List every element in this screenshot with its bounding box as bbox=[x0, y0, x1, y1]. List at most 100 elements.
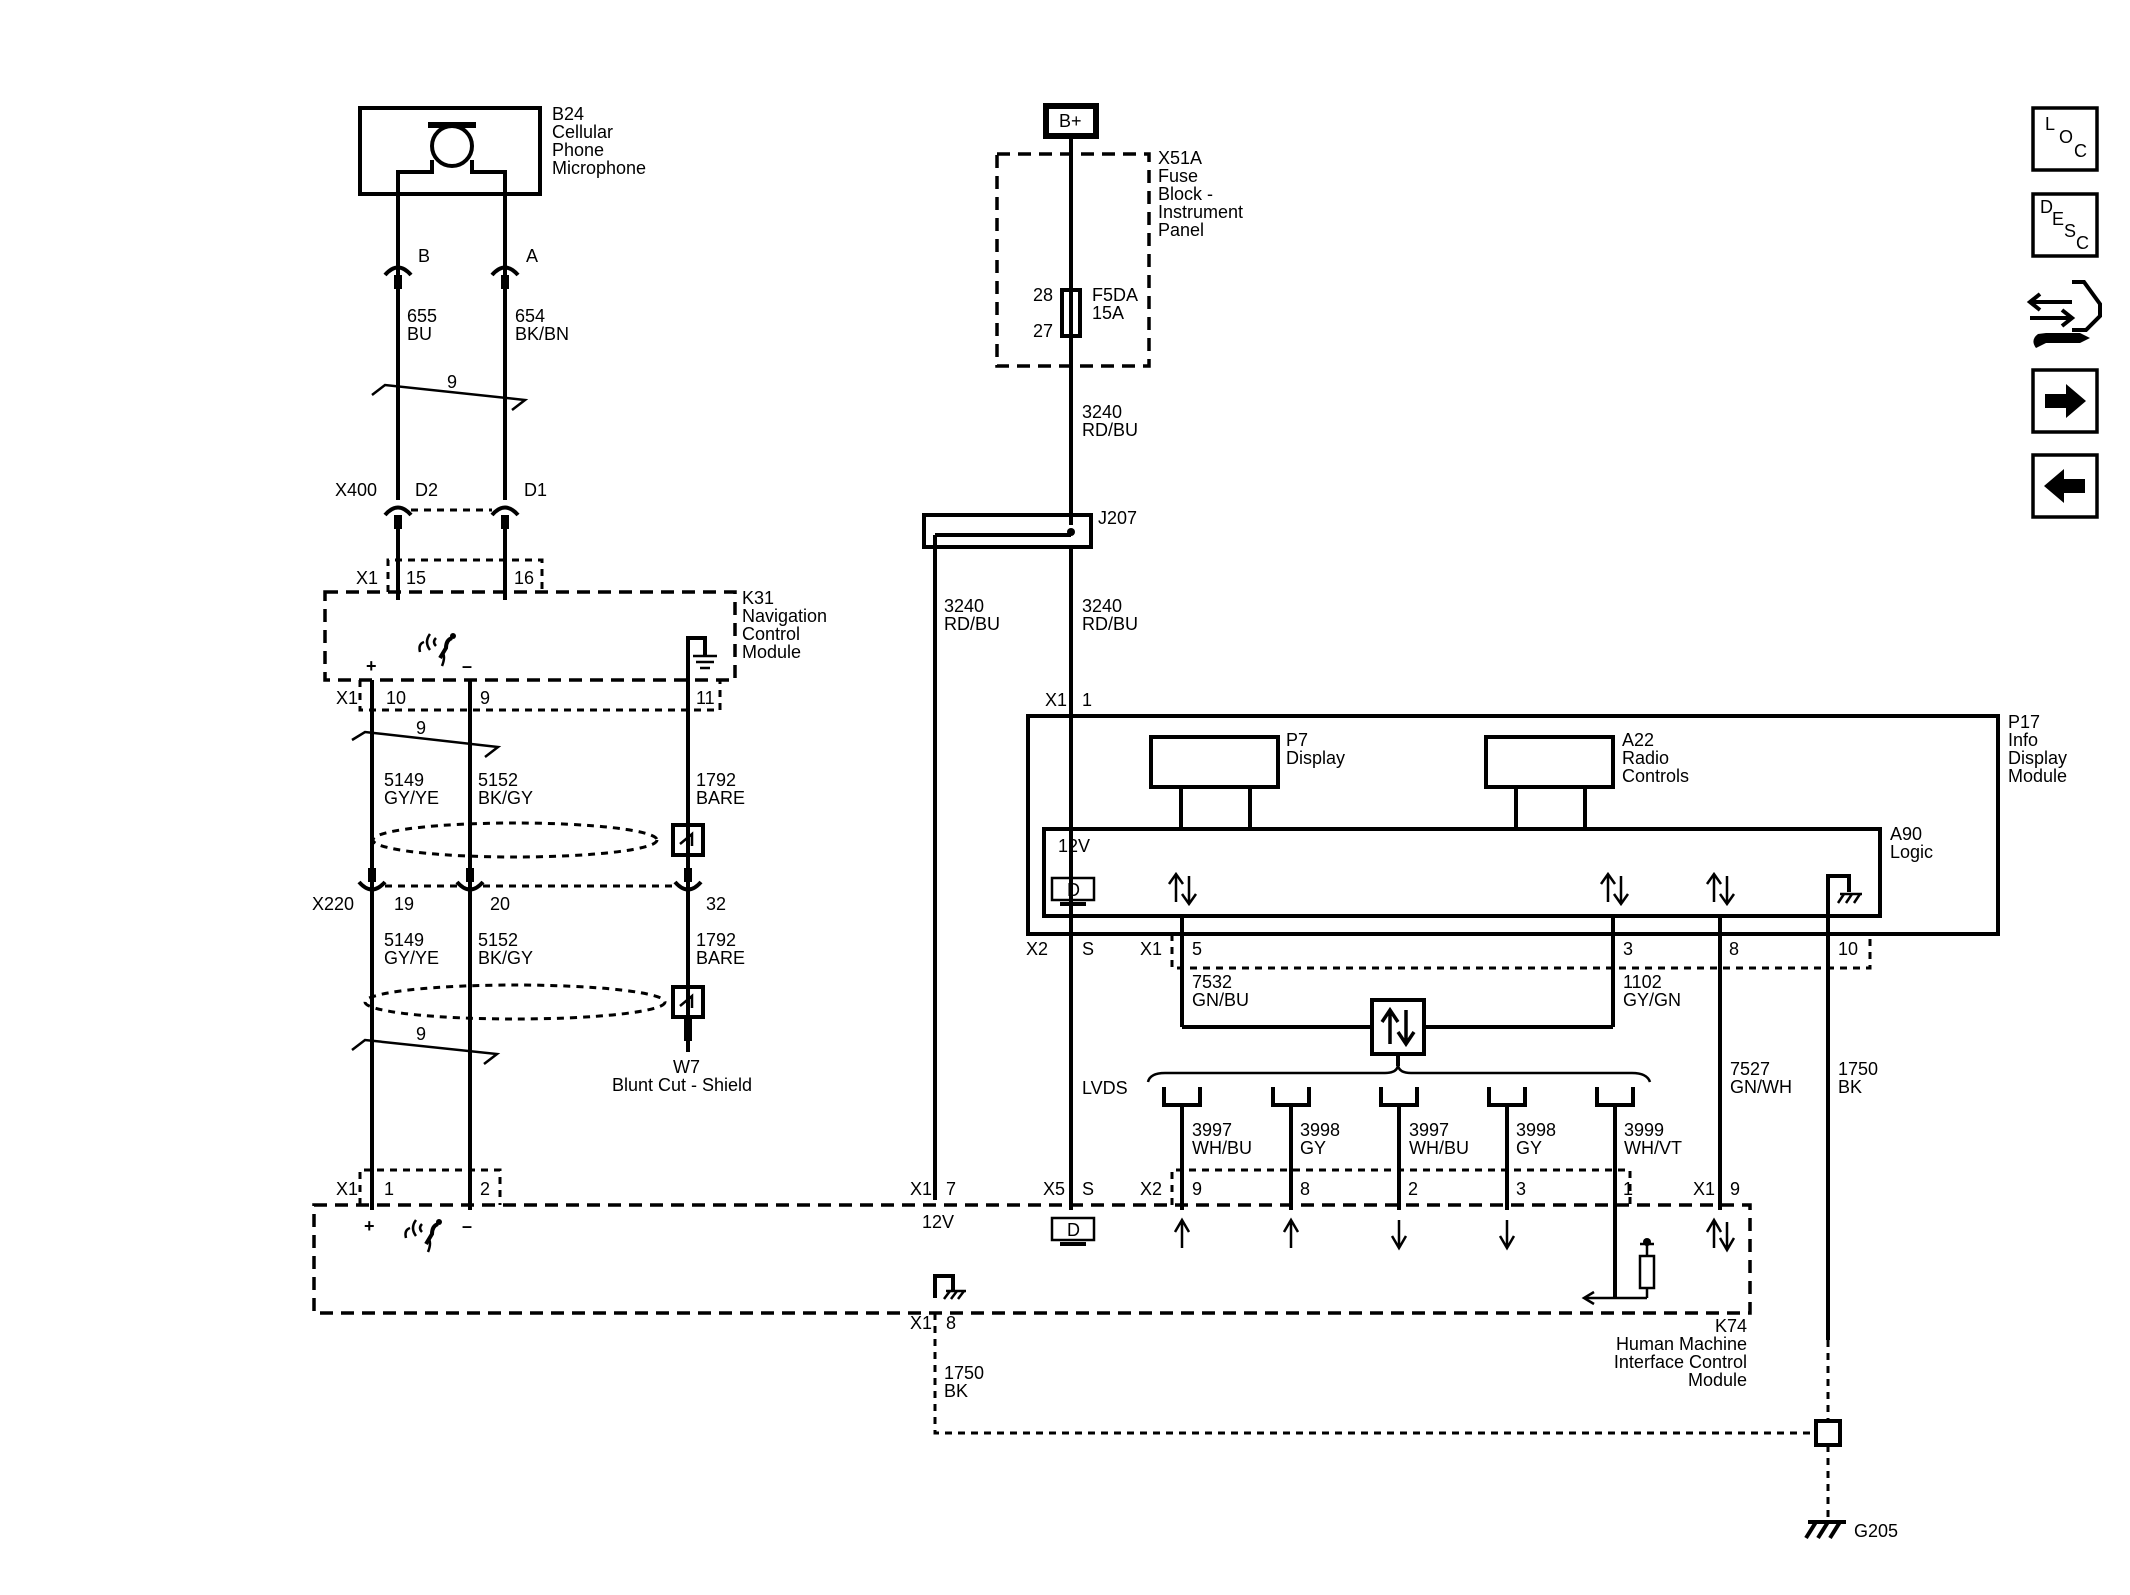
b24-microphone bbox=[358, 106, 542, 196]
ground-g205-icon bbox=[1804, 1520, 1846, 1540]
microphone-icon bbox=[418, 633, 456, 667]
x220-pin-32: 32 bbox=[706, 894, 726, 914]
pin-a: A bbox=[526, 246, 538, 266]
k74-x2: X2 bbox=[1140, 1179, 1162, 1199]
ground-icon bbox=[686, 636, 717, 680]
k74-x1b: X1 bbox=[910, 1179, 932, 1199]
x220-pin-19: 19 bbox=[394, 894, 414, 914]
p17-12v: 12V bbox=[1058, 836, 1090, 856]
k74-x2-pin-9: 9 bbox=[1192, 1179, 1202, 1199]
x220-pin-20: 20 bbox=[490, 894, 510, 914]
bidirectional-arrow-icon-k74 bbox=[1705, 1217, 1736, 1253]
x220-connector bbox=[357, 868, 703, 892]
microphone-icon-k74 bbox=[404, 1219, 442, 1253]
k31-minus: – bbox=[462, 656, 472, 676]
k31-pin-9: 9 bbox=[480, 688, 490, 708]
next-arrow-button[interactable] bbox=[2031, 368, 2099, 434]
fuse-pin-27: 27 bbox=[1033, 321, 1053, 341]
description-nav-button[interactable]: D E S C bbox=[2031, 192, 2099, 258]
k74-plus: + bbox=[364, 1216, 375, 1236]
p17-pin-5: 5 bbox=[1192, 939, 1202, 959]
p17-x1: X1 bbox=[1045, 690, 1067, 710]
desc-letter-s: S bbox=[2064, 221, 2076, 241]
location-nav-button[interactable]: L O C bbox=[2031, 106, 2099, 172]
ground-icon-a90 bbox=[1826, 874, 1862, 916]
k74-pin-7: 7 bbox=[946, 1179, 956, 1199]
connector-wrench-icon[interactable] bbox=[2026, 280, 2102, 348]
k74-x2-pin-3: 3 bbox=[1516, 1179, 1526, 1199]
desc-letter-e: E bbox=[2052, 209, 2064, 229]
x400-connector bbox=[383, 505, 520, 529]
display-icon-k74 bbox=[1050, 1216, 1096, 1246]
bidirectional-arrow-icon-2 bbox=[1599, 871, 1630, 907]
input-arrow-icons bbox=[1173, 1217, 1516, 1251]
display-icon-k74-letter: D bbox=[1067, 1220, 1080, 1240]
x51a-fuse-block bbox=[995, 152, 1151, 368]
previous-arrow-button[interactable] bbox=[2031, 453, 2099, 519]
k74-x1-pin-8: 8 bbox=[946, 1313, 956, 1333]
x400-label: X400 bbox=[335, 480, 377, 500]
p17-pin-10: 10 bbox=[1838, 939, 1858, 959]
bidirectional-arrow-icon-3 bbox=[1705, 871, 1736, 907]
p17-info-display-module bbox=[1026, 714, 2000, 936]
battery-plus-terminal bbox=[1043, 103, 1099, 139]
twisted-pair-marker bbox=[371, 383, 529, 411]
k74-x1-pin-9: 9 bbox=[1730, 1179, 1740, 1199]
mic-connector bbox=[383, 265, 520, 289]
fuse-pin-28: 28 bbox=[1033, 285, 1053, 305]
k31-pin-16: 16 bbox=[514, 568, 534, 588]
j207-splice bbox=[922, 513, 1093, 549]
k31-navigation-module bbox=[323, 558, 737, 712]
desc-letter-d: D bbox=[2040, 197, 2053, 217]
k74-x2-pin-8: 8 bbox=[1300, 1179, 1310, 1199]
p17-x1b: X1 bbox=[1140, 939, 1162, 959]
ground-icon-k74 bbox=[933, 1274, 966, 1300]
k31-pin-10: 10 bbox=[386, 688, 406, 708]
shield-drain-icon-2 bbox=[671, 985, 705, 1041]
k74-x1c: X1 bbox=[1693, 1179, 1715, 1199]
k74-12v: 12V bbox=[922, 1212, 954, 1232]
pin-d2: D2 bbox=[415, 480, 438, 500]
g205-label: G205 bbox=[1854, 1521, 1898, 1541]
k31-x1: X1 bbox=[356, 568, 378, 588]
p17-x2: X2 bbox=[1026, 939, 1048, 959]
k74-pin-1: 1 bbox=[384, 1179, 394, 1199]
loc-letter-l: L bbox=[2045, 114, 2055, 134]
lvds-connectors bbox=[1162, 1087, 1635, 1107]
lvds-label: LVDS bbox=[1082, 1078, 1128, 1098]
loc-letter-o: O bbox=[2059, 127, 2073, 147]
k74-pin-2: 2 bbox=[480, 1179, 490, 1199]
x220-label: X220 bbox=[312, 894, 354, 914]
k74-x2-pin-1: 1 bbox=[1623, 1179, 1633, 1199]
desc-letter-c: C bbox=[2076, 233, 2089, 253]
display-icon bbox=[1050, 876, 1096, 906]
k74-minus: – bbox=[462, 1216, 472, 1236]
k31-plus: + bbox=[366, 656, 377, 676]
k31-x1b: X1 bbox=[336, 688, 358, 708]
p17-pin-8: 8 bbox=[1729, 939, 1739, 959]
twist-label-3: 9 bbox=[416, 1024, 426, 1044]
